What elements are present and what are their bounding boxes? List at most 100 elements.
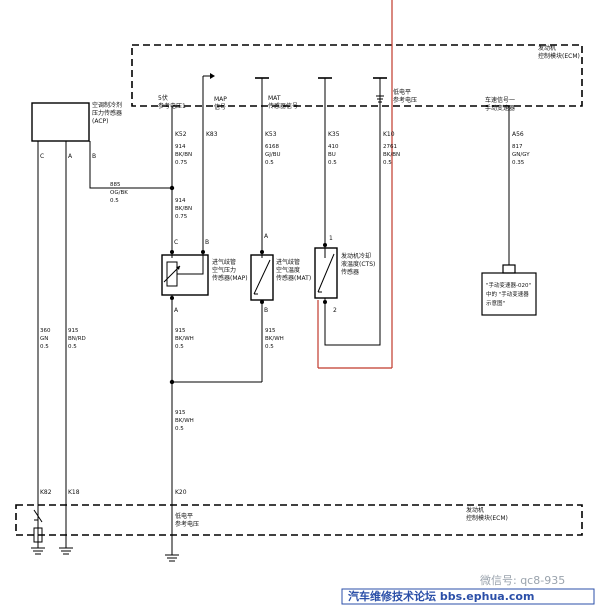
wire-914-mid-num: 914: [175, 198, 186, 204]
map-sensor-label-1: 进气歧管: [212, 258, 236, 266]
map-pin-a: A: [174, 307, 179, 314]
acp-pin-a: A: [68, 153, 73, 160]
pin-k18: K18: [68, 489, 80, 496]
mat-pin-b: B: [264, 307, 268, 314]
ecm-bottom-boundary: [15, 504, 583, 536]
ground-symbol-k20: [165, 554, 179, 562]
wire-914-top-num: 914: [175, 144, 186, 150]
wire-915-b-num: 915: [265, 328, 276, 334]
cts-sensor-box: [314, 247, 338, 299]
mat-signal-label-2: 传感器信号: [268, 102, 298, 110]
wire-360-color: GN: [40, 336, 48, 342]
ground-symbol-k18: [59, 547, 73, 555]
wire-360-size: 0.5: [40, 344, 49, 350]
wire-885-color: OG/BK: [110, 190, 128, 196]
low-ref-top-label-2: 参考电压: [393, 96, 417, 104]
wire-acp-b: [89, 141, 172, 189]
ecm-bottom-label-2: 控制模块(ECM): [466, 514, 508, 522]
wire-6168-size: 0.5: [265, 160, 274, 166]
acp-sensor-box: [31, 102, 90, 142]
trans-ref-box: [481, 272, 537, 316]
wire-817-color: GN/GY: [512, 152, 530, 158]
wire-915-a-size: 0.5: [175, 344, 184, 350]
vss-label-2: 手动变速器: [485, 104, 515, 112]
ref5v-label-1: 5伏: [158, 94, 168, 102]
cts-pin-2: 2: [333, 307, 337, 314]
cts-pin-1: 1: [329, 235, 333, 242]
pin-k52: K52: [175, 131, 187, 138]
trans-ref-tab: [502, 264, 516, 274]
ecm-top-label-1: 发动机: [538, 44, 556, 52]
ecm-top-label-2: 控制模块(ECM): [538, 52, 580, 60]
wire-410-color: BU: [328, 152, 336, 158]
map-sensor-label-3: 传感器(MAP): [212, 274, 248, 282]
wire-914-mid-color: BK/BN: [175, 206, 192, 212]
wire-885-size: 0.5: [110, 198, 119, 204]
watermark-forum: 汽车维修技术论坛 bbs.ephua.com: [348, 589, 534, 603]
mat-sensor-label-3: 传感器(MAT): [276, 274, 311, 282]
wire-915-rd-color: BN/RD: [68, 336, 86, 342]
acp-label-2: 压力传感器: [92, 109, 122, 117]
vss-label-1: 车速信号一: [485, 96, 515, 104]
wire-885-num: 885: [110, 182, 121, 188]
wire-817-size: 0.35: [512, 160, 525, 166]
wire-915-c-size: 0.5: [175, 426, 184, 432]
wire-410-num: 410: [328, 144, 339, 150]
ecm-bottom-label-1: 发动机: [466, 506, 484, 514]
wire-915-a-num: 915: [175, 328, 186, 334]
wire-2761-color: BK/BN: [383, 152, 400, 158]
map-pin-b: B: [205, 239, 209, 246]
wire-915-b-size: 0.5: [265, 344, 274, 350]
mat-sensor-label-2: 空气温度: [276, 266, 300, 274]
wire-817-num: 817: [512, 144, 523, 150]
mat-pin-a: A: [264, 233, 269, 240]
pin-k35: K35: [328, 131, 340, 138]
mat-signal-label-1: MAT: [268, 95, 281, 102]
watermark: 微信号: qc8-935 汽车维修技术论坛 bbs.ephua.com: [341, 573, 595, 605]
pin-k83: K83: [206, 131, 218, 138]
trans-ref-label-3: 示意图": [486, 299, 505, 307]
wire-914-top-color: BK/BN: [175, 152, 192, 158]
ecm-top-boundary: [131, 44, 583, 107]
wire-915-b-color: BK/WH: [265, 336, 284, 342]
wire-2761-num: 2761: [383, 144, 397, 150]
low-ref-top-label-1: 低电平: [393, 88, 411, 96]
wire-914-mid-size: 0.75: [175, 214, 188, 220]
wire-2761-size: 0.5: [383, 160, 392, 166]
pin-k82: K82: [40, 489, 52, 496]
cts-sensor-label-3: 传感器: [341, 268, 359, 276]
wire-915-rd-size: 0.5: [68, 344, 77, 350]
wire-914-top-size: 0.75: [175, 160, 188, 166]
watermark-wechat: 微信号: qc8-935: [480, 573, 565, 587]
ground-symbol-k82: [31, 547, 45, 555]
map-signal-label-2: 信号: [214, 103, 226, 111]
low-ref-bottom-label-2: 参考电压: [175, 520, 199, 528]
wire-915-c-num: 915: [175, 410, 186, 416]
acp-label-3: (ACP): [92, 118, 109, 125]
pin-k10: K10: [383, 131, 395, 138]
map-signal-label-1: MAP: [214, 96, 227, 103]
low-ref-bottom-label-1: 低电平: [175, 512, 193, 520]
acp-pin-b: B: [92, 153, 96, 160]
pin-a56: A56: [512, 131, 524, 138]
ref5v-label-2: 参考电压1: [158, 102, 186, 110]
cts-sensor-label-2: 液温度(CTS): [341, 260, 375, 268]
mat-sensor-label-1: 进气歧管: [276, 258, 300, 266]
map-pin-c: C: [174, 239, 178, 246]
wire-6168-num: 6168: [265, 144, 279, 150]
acp-label-1: 空调制冷剂: [92, 101, 122, 109]
trans-ref-label-1: "手动变速器-020": [486, 281, 531, 289]
acp-pin-c: C: [40, 153, 44, 160]
pin-k20: K20: [175, 489, 187, 496]
wire-915-rd-num: 915: [68, 328, 79, 334]
pin-k53: K53: [265, 131, 277, 138]
map-sensor-box: [161, 254, 209, 296]
cts-sensor-label-1: 发动机冷却: [341, 252, 371, 260]
wire-410-size: 0.5: [328, 160, 337, 166]
wire-915-c-color: BK/WH: [175, 418, 194, 424]
wire-360-num: 360: [40, 328, 51, 334]
map-sensor-label-2: 空气压力: [212, 266, 236, 274]
wire-915-a-color: BK/WH: [175, 336, 194, 342]
